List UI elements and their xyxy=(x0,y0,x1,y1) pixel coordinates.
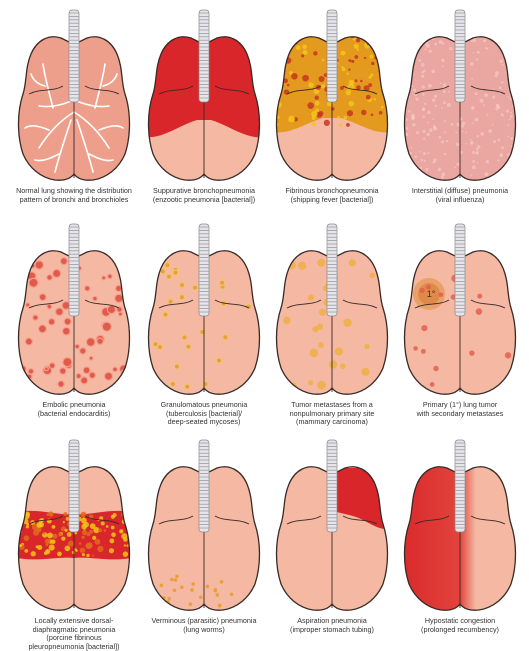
lung-diagram-verminous xyxy=(147,439,261,611)
caption-granulomatous: Granulomatous pneumonia (tuberculosis [b… xyxy=(160,400,248,427)
caption-verminous: Verminous (parasitic) pneumonia (lung wo… xyxy=(151,616,257,634)
lung-diagram-dorsal-diaphragmatic xyxy=(17,439,131,611)
lung-diagram-suppurative xyxy=(147,9,261,181)
caption-suppurative: Suppurative bronchopneumonia (enzootic p… xyxy=(152,186,256,204)
lung-diagram-hypostatic xyxy=(403,439,517,611)
lung-diagram-fibrinous xyxy=(275,9,389,181)
panel-embolic: Embolic pneumonia (bacterial endocarditi… xyxy=(8,222,140,418)
lung-diagram-embolic xyxy=(17,223,131,395)
caption-hypostatic: Hypostatic congestion (prolonged recumbe… xyxy=(421,616,499,634)
panel-granulomatous: Granulomatous pneumonia (tuberculosis [b… xyxy=(138,222,270,427)
panel-metastases: Tumor metastases from a nonpulmonary pri… xyxy=(266,222,398,427)
panel-hypostatic: Hypostatic congestion (prolonged recumbe… xyxy=(394,438,526,634)
caption-primary-tumor: Primary (1°) lung tumor with secondary m… xyxy=(416,400,504,418)
caption-normal-lung: Normal lung showing the distribution pat… xyxy=(16,186,132,204)
panel-fibrinous: Fibrinous bronchopneumonia (shipping fev… xyxy=(266,8,398,204)
lung-diagram-interstitial xyxy=(403,9,517,181)
caption-aspiration: Aspiration pneumonia (improper stomach t… xyxy=(290,616,374,634)
lung-diagram-metastases xyxy=(275,223,389,395)
caption-embolic: Embolic pneumonia (bacterial endocarditi… xyxy=(37,400,111,418)
lung-diagram-primary-tumor: 1° xyxy=(403,223,517,395)
lung-diagram-aspiration xyxy=(275,439,389,611)
caption-interstitial: Interstitial (diffuse) pneumonia (viral … xyxy=(411,186,509,204)
lung-diagram-normal xyxy=(17,9,131,181)
panel-suppurative: Suppurative bronchopneumonia (enzootic p… xyxy=(138,8,270,204)
panel-normal-lung: Normal lung showing the distribution pat… xyxy=(8,8,140,204)
lung-diagram-granulomatous xyxy=(147,223,261,395)
panel-dorsal-diaphragmatic: Locally extensive dorsal- diaphragmatic … xyxy=(8,438,140,651)
panel-verminous: Verminous (parasitic) pneumonia (lung wo… xyxy=(138,438,270,634)
panel-aspiration: Aspiration pneumonia (improper stomach t… xyxy=(266,438,398,634)
svg-text:1°: 1° xyxy=(427,289,436,299)
caption-fibrinous: Fibrinous bronchopneumonia (shipping fev… xyxy=(285,186,379,204)
caption-metastases: Tumor metastases from a nonpulmonary pri… xyxy=(289,400,375,427)
panel-interstitial: Interstitial (diffuse) pneumonia (viral … xyxy=(394,8,526,204)
panel-primary-tumor: 1° Primary (1°) lung tumor with secondar… xyxy=(394,222,526,418)
